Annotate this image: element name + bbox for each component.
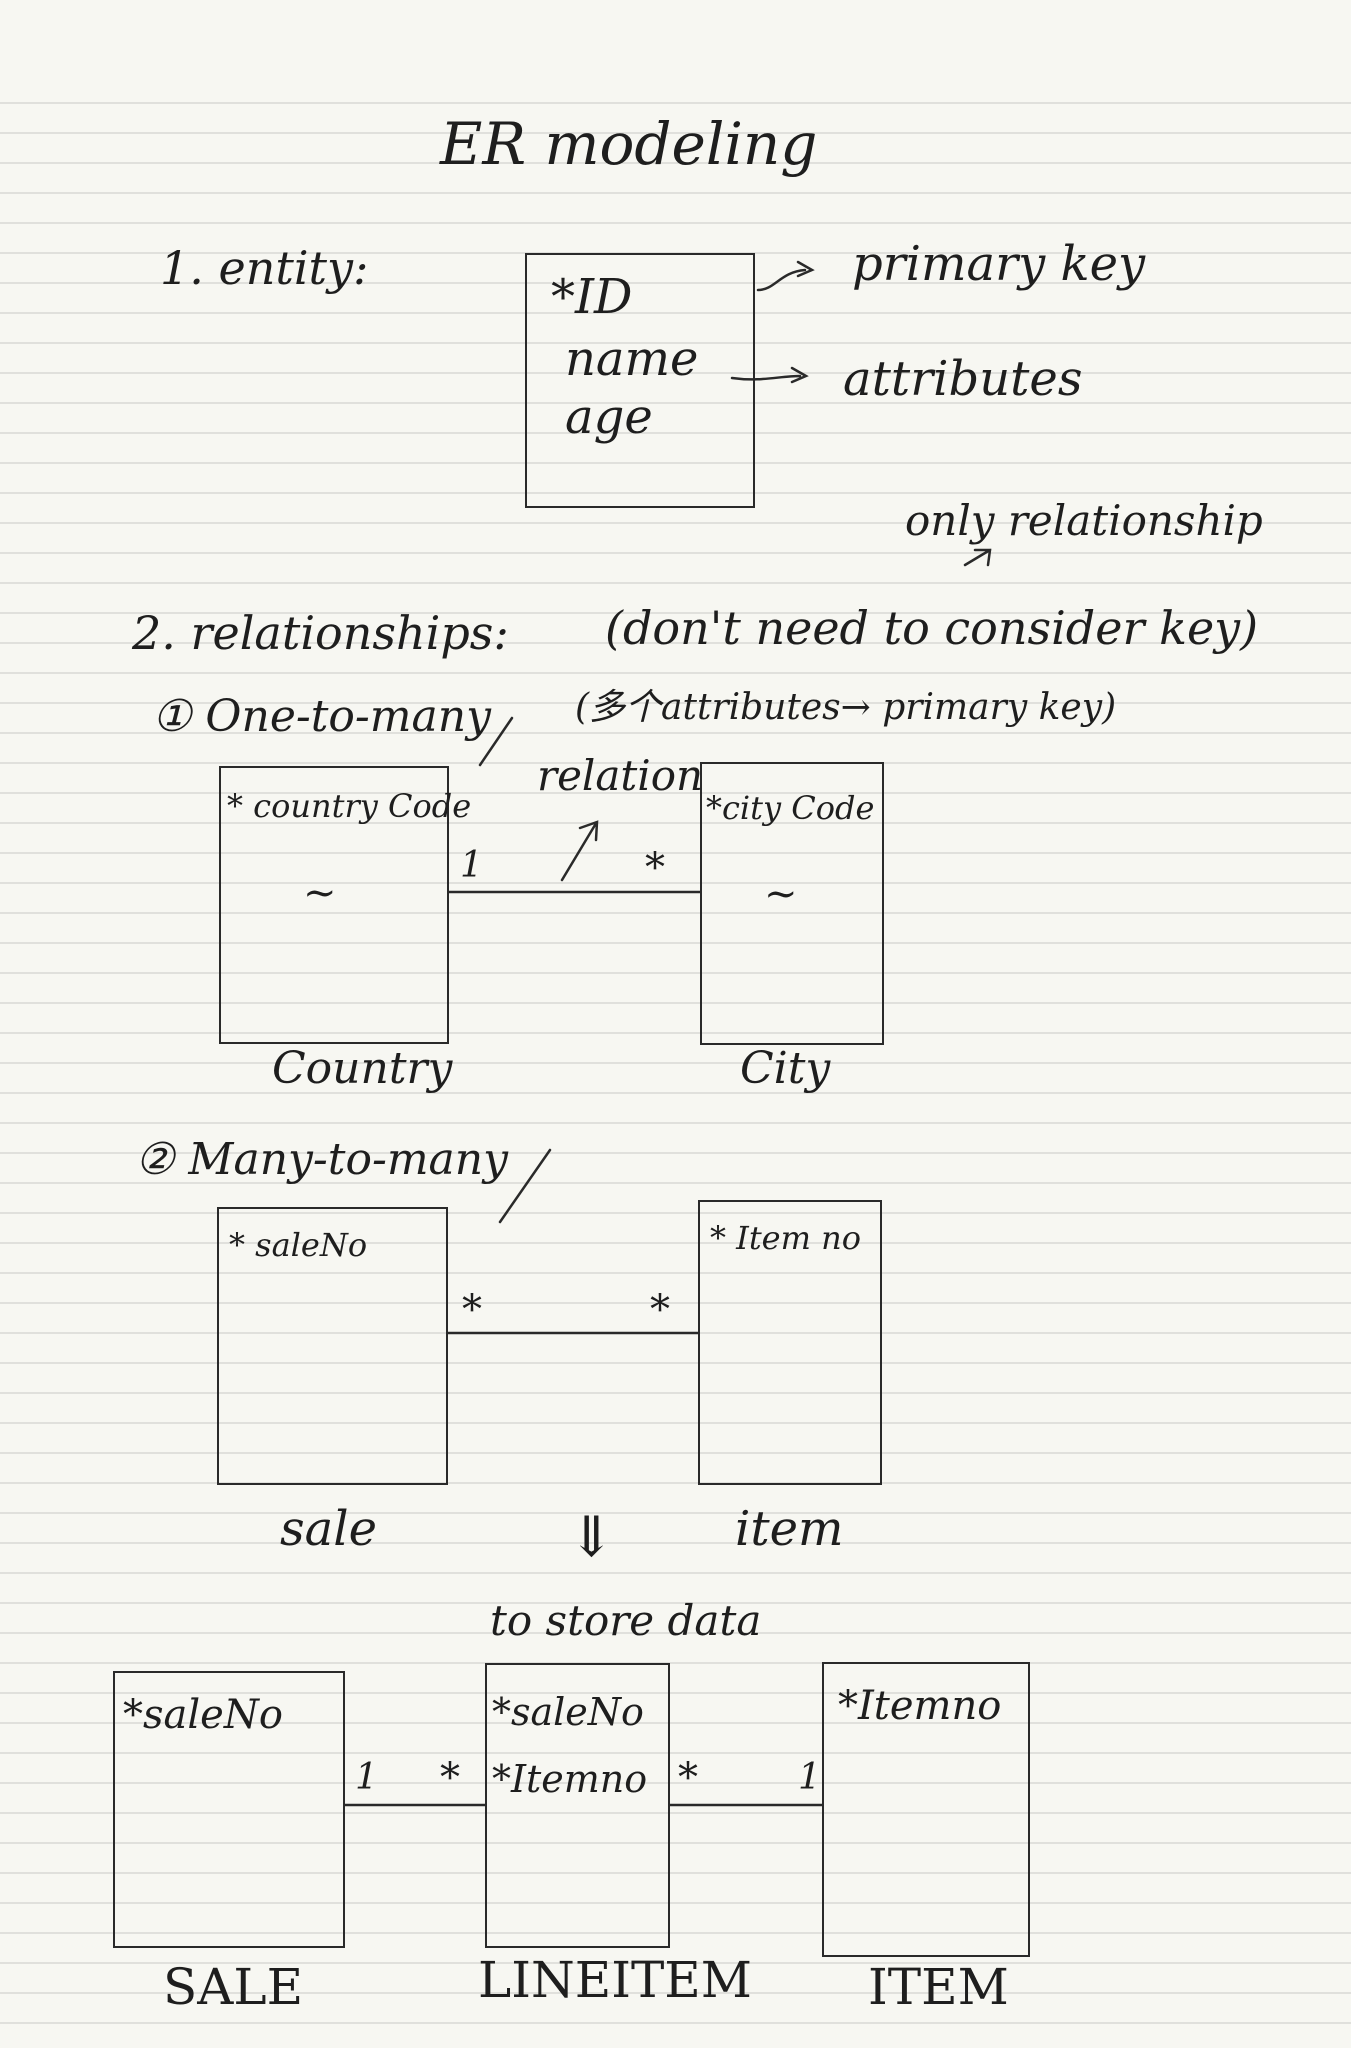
country-cardinality: 1 bbox=[460, 845, 483, 886]
one-to-many-note: (多个attributes→ primary key) bbox=[575, 687, 1117, 728]
relation-label: relation bbox=[537, 751, 704, 800]
entity-attr-age: age bbox=[565, 389, 653, 445]
sale-table-name: SALE bbox=[163, 1958, 304, 2016]
city-entity-box: *city Code ~ bbox=[700, 762, 884, 1045]
sale-entity-box: * saleNo bbox=[217, 1207, 448, 1485]
one-to-many-label: ① One-to-many bbox=[152, 691, 491, 742]
city-entity-name: City bbox=[740, 1043, 831, 1094]
many-to-many-label: ② Many-to-many bbox=[135, 1134, 508, 1185]
sale-table-saleno: *saleNo bbox=[123, 1692, 283, 1738]
item-table-box: *Itemno bbox=[822, 1662, 1030, 1957]
section-relationships-label: 2. relationships: bbox=[132, 606, 509, 660]
item-cardinality: * bbox=[650, 1287, 670, 1333]
city-cardinality: * bbox=[645, 845, 665, 891]
page-title: ER modeling bbox=[440, 110, 818, 178]
item-entity-box: * Item no bbox=[698, 1200, 882, 1485]
entity-attr-id: *ID bbox=[551, 269, 633, 325]
item-table-name: ITEM bbox=[868, 1958, 1009, 2016]
lineitem-saleno: *saleNo bbox=[492, 1690, 644, 1734]
to-store-data-note: to store data bbox=[490, 1596, 762, 1645]
item-table-itemno: *Itemno bbox=[838, 1683, 1002, 1729]
sale-cardinality: * bbox=[462, 1287, 482, 1333]
down-double-arrow-icon: ⇓ bbox=[568, 1505, 615, 1570]
country-tilde: ~ bbox=[303, 870, 337, 916]
city-tilde: ~ bbox=[764, 871, 798, 917]
country-entity-name: Country bbox=[272, 1043, 453, 1094]
lineitem-right-cardinality: * bbox=[678, 1755, 698, 1801]
lineitem-table-box: *saleNo *Itemno bbox=[485, 1663, 670, 1948]
lineitem-left-cardinality: * bbox=[440, 1755, 460, 1801]
country-entity-box: * country Code ~ bbox=[219, 766, 471, 1044]
lineitem-itemno: *Itemno bbox=[492, 1757, 648, 1801]
section-entity-label: 1. entity: bbox=[160, 241, 369, 295]
entity-example-box: *ID name age bbox=[525, 253, 755, 508]
attributes-annotation: attributes bbox=[843, 351, 1083, 407]
primary-key-annotation: primary key bbox=[852, 236, 1146, 292]
country-code-attr: * country Code bbox=[227, 787, 472, 825]
lineitem-table-name: LINEITEM bbox=[478, 1951, 752, 2009]
item-entity-name: item bbox=[735, 1501, 844, 1557]
dont-consider-key-note: (don't need to consider key) bbox=[605, 601, 1259, 655]
sale-no-attr: * saleNo bbox=[229, 1226, 368, 1264]
sale-table-box: *saleNo bbox=[113, 1671, 345, 1948]
city-code-attr: *city Code bbox=[706, 789, 875, 827]
sale-entity-name: sale bbox=[280, 1501, 378, 1557]
sale-side-cardinality: 1 bbox=[355, 1757, 378, 1798]
entity-attr-name: name bbox=[565, 331, 699, 387]
only-relationship-note: only relationship bbox=[905, 496, 1263, 545]
item-no-attr: * Item no bbox=[710, 1219, 861, 1257]
item-side-cardinality: 1 bbox=[798, 1757, 821, 1798]
